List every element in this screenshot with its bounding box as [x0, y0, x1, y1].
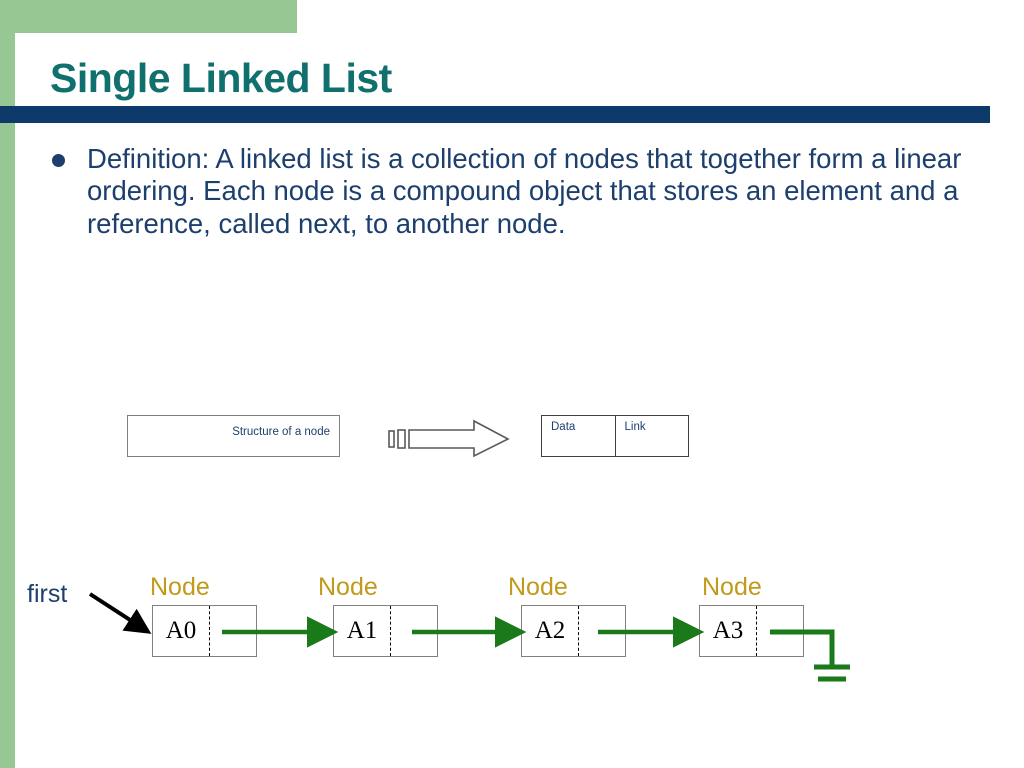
node-field-data: Data	[542, 416, 616, 456]
list-node-0-value: A0	[153, 606, 210, 656]
node-caption-3: Node	[702, 573, 762, 601]
definition-bullet: Definition: A linked list is a collectio…	[52, 143, 997, 240]
head-pointer-label: first	[27, 580, 68, 608]
node-field-link-label: Link	[624, 421, 646, 433]
bullet-dot-icon	[52, 154, 65, 167]
list-node-1-value: A1	[334, 606, 391, 656]
list-node-0: A0	[152, 605, 257, 657]
node-caption-1: Node	[318, 573, 378, 601]
definition-text: Definition: A linked list is a collectio…	[87, 143, 962, 239]
linked-list-diagram: Node Node Node Node A0 A1 A2 A3	[0, 565, 1024, 695]
node-field-link: Link	[616, 416, 689, 456]
node-field-data-label: Data	[551, 421, 576, 433]
list-node-1: A1	[333, 605, 438, 657]
structure-source-box: Structure of a node	[127, 415, 340, 457]
decorative-green-left-strip	[0, 0, 15, 768]
page-title: Single Linked List	[50, 55, 392, 101]
node-fields-box: Data Link	[541, 415, 689, 457]
decorative-navy-rule	[0, 106, 990, 123]
list-node-3: A3	[699, 605, 804, 657]
decorative-green-top-band	[0, 0, 297, 33]
structure-source-label: Structure of a node	[232, 426, 330, 438]
list-node-2-value: A2	[522, 606, 579, 656]
list-node-2: A2	[521, 605, 626, 657]
node-structure-diagram: Structure of a node Data Link	[0, 415, 1024, 465]
list-node-3-value: A3	[700, 606, 757, 656]
node-caption-2: Node	[508, 573, 568, 601]
block-arrow-right-icon	[388, 419, 513, 464]
node-caption-0: Node	[150, 573, 210, 601]
